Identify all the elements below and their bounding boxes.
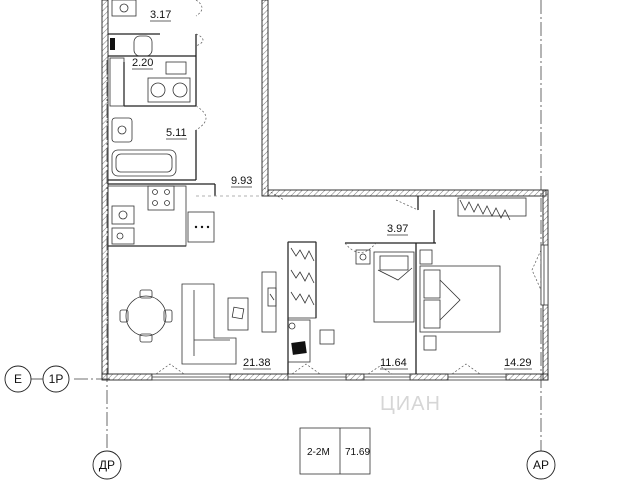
apartment-type: 2-2М	[307, 447, 330, 458]
svg-text:Е: Е	[14, 372, 22, 386]
room-area-label: 2.20	[132, 57, 153, 69]
axis-marker-e: Е	[4, 365, 32, 393]
room-area-label: 11.64	[380, 357, 407, 369]
svg-text:АР: АР	[533, 458, 549, 472]
room-area-label: 21.38	[243, 357, 271, 369]
room-area-label: 9.93	[231, 175, 252, 187]
living-room-furniture	[119, 271, 277, 365]
axis-marker-ar: АР	[526, 450, 556, 480]
kitchen	[107, 185, 215, 247]
window-swings	[155, 249, 542, 375]
bedroom-2-furniture	[419, 197, 527, 351]
partitions-left	[108, 33, 216, 247]
axis-marker-dr: ДР	[92, 450, 122, 480]
svg-text:ДР: ДР	[99, 458, 115, 472]
bedroom-1-furniture	[355, 249, 415, 323]
apartment-total-area: 71.69	[345, 447, 370, 458]
room-area-label: 5.11	[166, 127, 187, 139]
svg-text:1Р: 1Р	[49, 372, 64, 386]
watermark: ЦИАН	[380, 393, 441, 415]
room-area-label: 14.29	[504, 357, 532, 369]
room-labels: 3.17 2.20 5.11 9.93 3.97 21.38 11.64 14.…	[132, 9, 532, 370]
apartment-stamp: 2-2М 71.69	[299, 427, 370, 475]
room-area-label: 3.17	[150, 9, 171, 21]
study-area	[287, 241, 335, 363]
room-area-label: 3.97	[387, 223, 408, 235]
axis-marker-1p: 1Р	[42, 365, 70, 393]
bathroom-fixtures	[109, 0, 191, 177]
windows	[151, 244, 549, 381]
doors	[195, 0, 419, 253]
